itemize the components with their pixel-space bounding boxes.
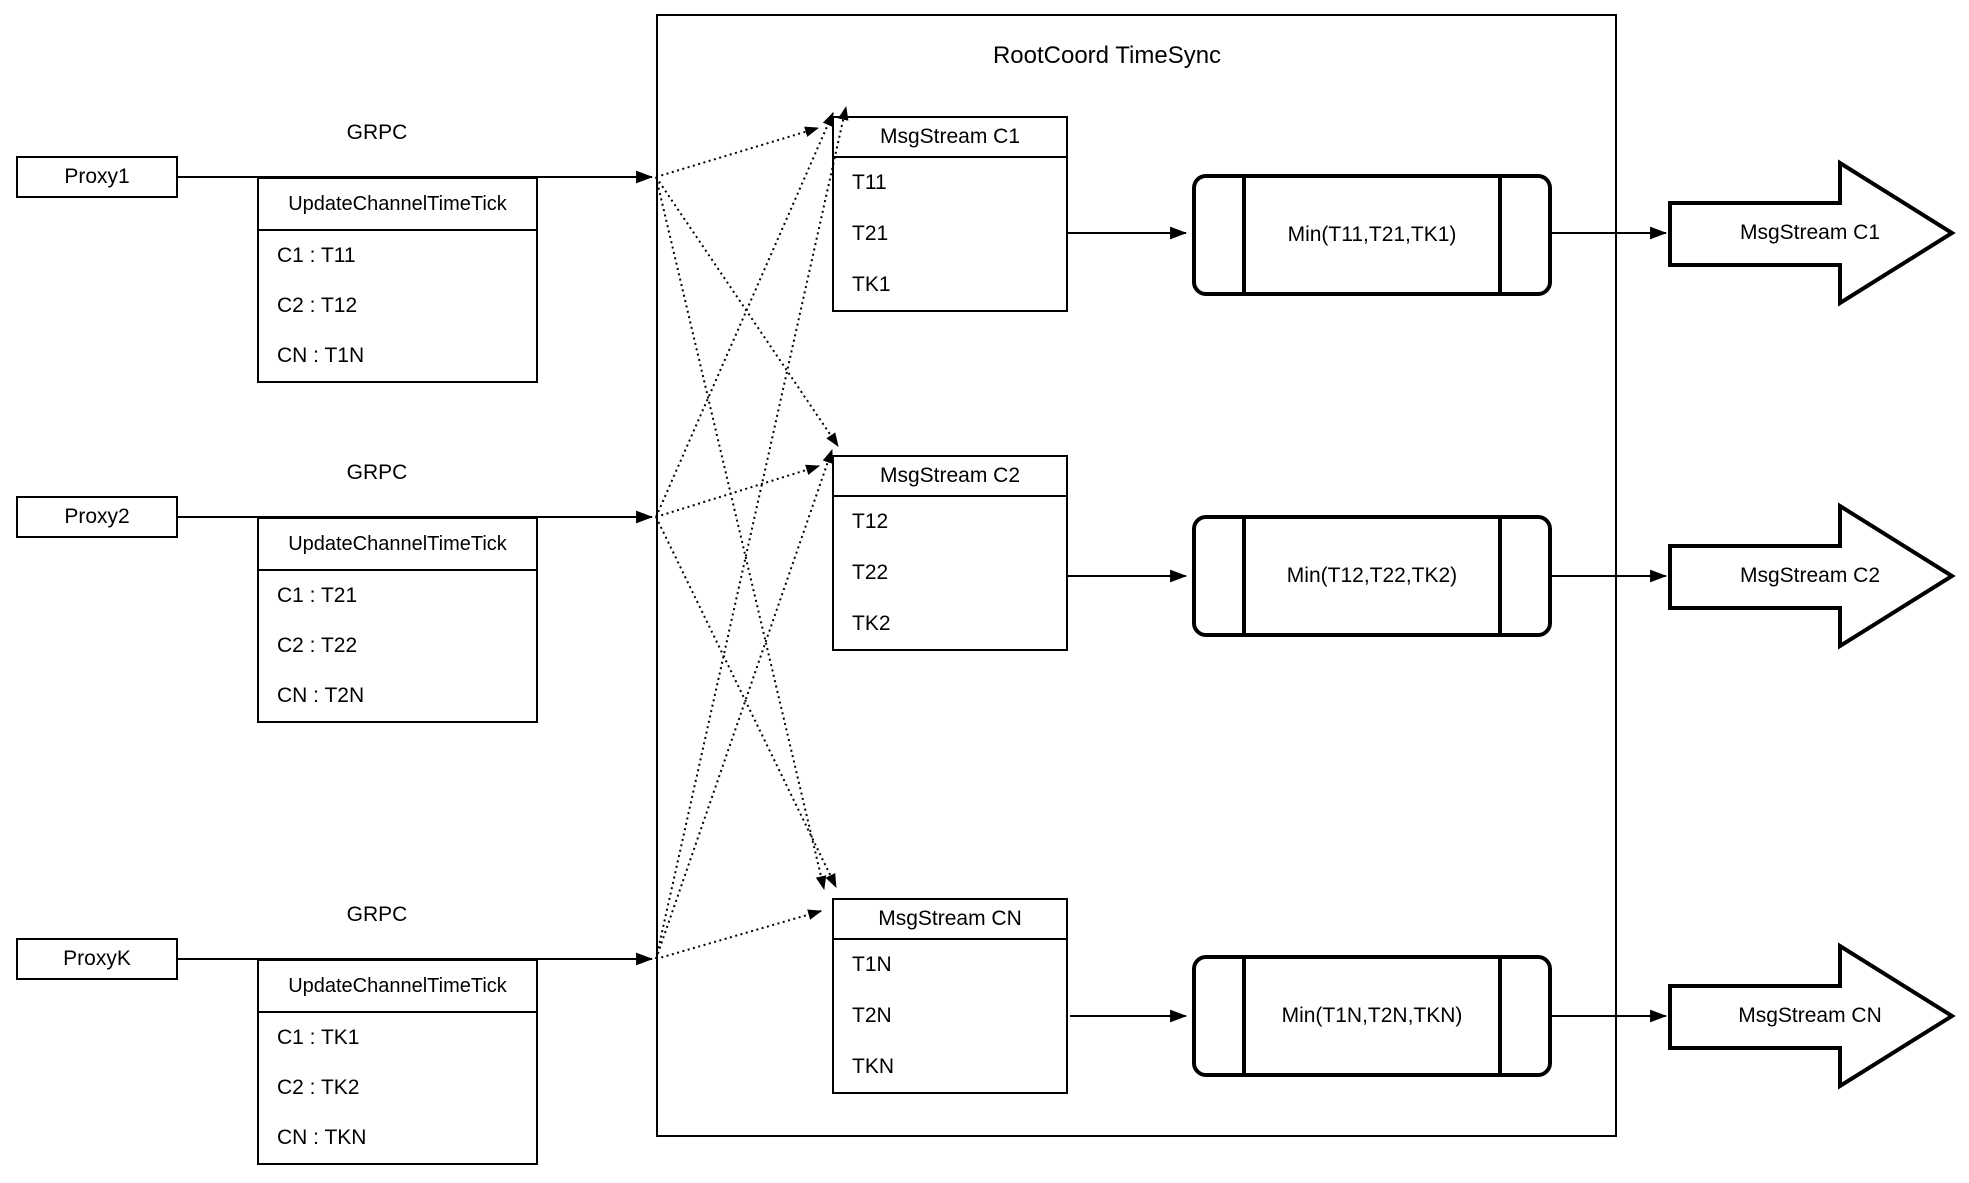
process-divider-line [1242, 519, 1246, 633]
table-row: C1 : T21 [277, 584, 358, 607]
table-row: CN : T1N [277, 344, 365, 367]
msgstream-table-c2: MsgStream C2 T12 T22 TK2 [832, 455, 1068, 651]
output-stream-label-c2: MsgStream C2 [1739, 564, 1881, 587]
table-row: T12 [852, 510, 889, 534]
update-channel-table-2: UpdateChannelTimeTick C1 : T21 C2 : T22 … [257, 517, 538, 723]
msgstream-table-body: T1N T2N TKN [834, 940, 1066, 1092]
table-row: TK2 [852, 611, 891, 635]
update-table-body: C1 : T11 C2 : T12 CN : T1N [259, 231, 536, 381]
table-row: CN : T2N [277, 684, 365, 707]
msgstream-table-header: MsgStream CN [834, 900, 1066, 940]
table-row: T22 [852, 561, 889, 584]
grpc-label-2: GRPC [346, 461, 408, 484]
table-row: T21 [852, 222, 889, 245]
min-process-box-2: Min(T12,T22,TK2) [1192, 515, 1552, 637]
update-table-header: UpdateChannelTimeTick [259, 179, 536, 231]
min-label-3: Min(T1N,T2N,TKN) [1281, 1004, 1463, 1027]
update-table-body: C1 : TK1 C2 : TK2 CN : TKN [259, 1013, 536, 1163]
table-row: C1 : T11 [277, 244, 356, 267]
table-row: C1 : TK1 [277, 1026, 360, 1049]
table-row: C2 : TK2 [277, 1076, 360, 1099]
output-stream-label-cn: MsgStream CN [1738, 1004, 1882, 1027]
table-row: T1N [852, 953, 892, 977]
table-row: T2N [852, 1004, 892, 1027]
process-divider-line [1242, 178, 1246, 292]
proxy1-box: Proxy1 [16, 156, 178, 198]
msgstream-table-cn: MsgStream CN T1N T2N TKN [832, 898, 1068, 1094]
update-channel-table-3: UpdateChannelTimeTick C1 : TK1 C2 : TK2 … [257, 959, 538, 1165]
output-stream-label-c1: MsgStream C1 [1739, 221, 1881, 244]
proxyk-label: ProxyK [63, 947, 131, 970]
table-row: TKN [852, 1054, 894, 1078]
table-row: C2 : T22 [277, 634, 358, 657]
table-row: T11 [852, 171, 887, 195]
msgstream-table-header: MsgStream C2 [834, 457, 1066, 497]
grpc-label-1: GRPC [346, 121, 408, 144]
grpc-label-3: GRPC [346, 903, 408, 926]
update-channel-table-1: UpdateChannelTimeTick C1 : T11 C2 : T12 … [257, 177, 538, 383]
process-divider-line [1498, 178, 1502, 292]
update-table-header: UpdateChannelTimeTick [259, 519, 536, 571]
msgstream-table-body: T11 T21 TK1 [834, 158, 1066, 310]
proxy2-box: Proxy2 [16, 496, 178, 538]
min-process-box-3: Min(T1N,T2N,TKN) [1192, 955, 1552, 1077]
process-divider-line [1242, 959, 1246, 1073]
table-row: CN : TKN [277, 1126, 367, 1149]
table-row: C2 : T12 [277, 294, 358, 317]
update-table-header: UpdateChannelTimeTick [259, 961, 536, 1013]
table-row: TK1 [852, 272, 891, 296]
msgstream-table-body: T12 T22 TK2 [834, 497, 1066, 649]
msgstream-table-c1: MsgStream C1 T11 T21 TK1 [832, 116, 1068, 312]
min-process-box-1: Min(T11,T21,TK1) [1192, 174, 1552, 296]
min-label-1: Min(T11,T21,TK1) [1287, 223, 1457, 246]
process-divider-line [1498, 519, 1502, 633]
process-divider-line [1498, 959, 1502, 1073]
proxy2-label: Proxy2 [64, 505, 130, 528]
proxyk-box: ProxyK [16, 938, 178, 980]
msgstream-table-header: MsgStream C1 [834, 118, 1066, 158]
proxy1-label: Proxy1 [64, 165, 130, 188]
update-table-body: C1 : T21 C2 : T22 CN : T2N [259, 571, 536, 721]
diagram-title: RootCoord TimeSync [992, 42, 1222, 69]
output-block-arrows [1668, 159, 1956, 1090]
min-label-2: Min(T12,T22,TK2) [1286, 564, 1458, 587]
